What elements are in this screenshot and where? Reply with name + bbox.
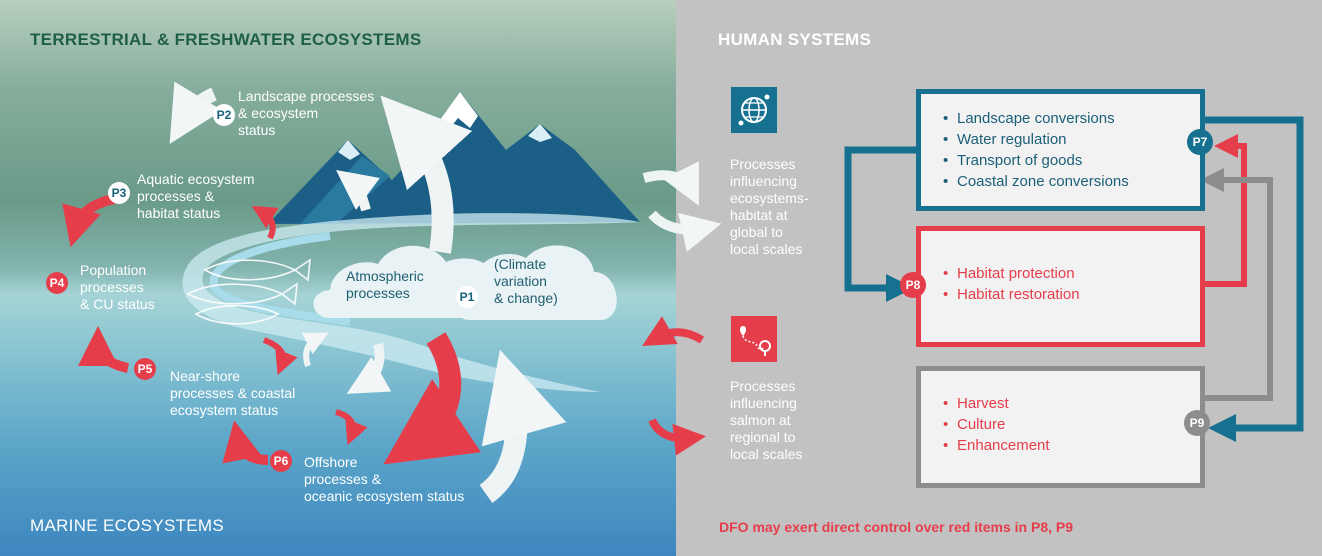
label-p2-landscape: Landscape processes & ecosystem status bbox=[238, 88, 375, 138]
snowcap-left bbox=[338, 140, 360, 160]
box-p7: •Landscape conversions •Water regulation… bbox=[916, 89, 1205, 211]
snowcap-right bbox=[528, 124, 552, 142]
arrow-p5-loop bbox=[78, 326, 130, 373]
p8-item: •Habitat restoration bbox=[943, 286, 1080, 303]
badge-p7: P7 bbox=[1187, 129, 1213, 155]
badge-p8: P8 bbox=[900, 272, 926, 298]
marine-ecosystems-title: MARINE ECOSYSTEMS bbox=[30, 516, 225, 535]
badge-p5: P5 bbox=[134, 358, 156, 380]
arrow-global-out bbox=[648, 210, 722, 252]
box-p8: •Habitat protection •Habitat restoration bbox=[916, 226, 1205, 347]
arrow-ocean-up bbox=[478, 349, 567, 503]
label-global-processes: Processes influencing ecosystems- habita… bbox=[730, 156, 809, 257]
p9-item: •Harvest bbox=[943, 395, 1009, 412]
human-systems-title: HUMAN SYSTEMS bbox=[718, 30, 872, 49]
river bbox=[182, 213, 640, 392]
p8-item: •Habitat protection bbox=[943, 265, 1075, 282]
box-p9: •Harvest •Culture •Enhancement bbox=[916, 366, 1205, 488]
p7-list: •Landscape conversions •Water regulation… bbox=[943, 108, 1129, 192]
arrow-p2-loop bbox=[169, 81, 223, 145]
p9-item: •Enhancement bbox=[943, 437, 1050, 454]
label-regional-processes: Processes influencing salmon at regional… bbox=[730, 378, 803, 462]
badge-p3: P3 bbox=[108, 182, 130, 204]
connector-p7-to-p9 bbox=[1200, 116, 1304, 442]
p8-list: •Habitat protection •Habitat restoration bbox=[943, 263, 1080, 305]
arrow-p1-to-landscape bbox=[380, 95, 473, 254]
arrow-atmo-to-ocean bbox=[383, 332, 482, 465]
label-climate-variation: (Climate variation & change) bbox=[494, 256, 558, 306]
arrow-global-in bbox=[642, 161, 699, 206]
badge-p4: P4 bbox=[46, 272, 68, 294]
badge-p6: P6 bbox=[270, 450, 292, 472]
p7-item: •Landscape conversions bbox=[943, 110, 1115, 127]
p9-list: •Harvest •Culture •Enhancement bbox=[943, 393, 1050, 456]
label-p5-nearshore: Near-shore processes & coastal ecosystem… bbox=[170, 368, 296, 418]
badge-p9: P9 bbox=[1184, 410, 1210, 436]
arrow-nearshore-up bbox=[301, 332, 329, 367]
label-p3-aquatic: Aquatic ecosystem processes & habitat st… bbox=[137, 171, 255, 221]
label-p4-population: Population processes & CU status bbox=[80, 262, 155, 312]
p7-item: •Water regulation bbox=[943, 131, 1067, 148]
salmon-fish-illustration bbox=[186, 258, 311, 325]
label-p6-offshore: Offshore processes & oceanic ecosystem s… bbox=[304, 454, 465, 504]
arrow-regional-out bbox=[648, 418, 706, 456]
river-channel bbox=[209, 232, 351, 326]
badge-p2: P2 bbox=[213, 104, 235, 126]
p9-item: •Culture bbox=[943, 416, 1006, 433]
p7-item: •Transport of goods bbox=[943, 152, 1083, 169]
connector-p7-to-p8 bbox=[844, 146, 916, 302]
p7-item: •Coastal zone conversions bbox=[943, 173, 1129, 190]
cloud-right bbox=[453, 245, 617, 320]
connector-p9-to-p7 bbox=[1200, 168, 1273, 401]
arrow-nearshore-down bbox=[346, 342, 392, 394]
arrow-p6-loop bbox=[222, 420, 269, 465]
arrow-mountain bbox=[336, 169, 381, 212]
dfo-control-note: DFO may exert direct control over red it… bbox=[719, 519, 1074, 535]
globe-network-icon bbox=[731, 87, 777, 133]
connector-p8-to-p7 bbox=[1200, 134, 1247, 287]
terrestrial-freshwater-title: TERRESTRIAL & FRESHWATER ECOSYSTEMS bbox=[30, 30, 422, 49]
badge-p1: P1 bbox=[456, 286, 478, 308]
arrow-p5-to-p6 bbox=[335, 409, 368, 446]
label-atmospheric-processes: Atmospheric processes bbox=[346, 268, 424, 301]
arrow-p3-up bbox=[251, 205, 279, 240]
arrow-regional-in bbox=[642, 316, 705, 346]
map-route-icon bbox=[731, 316, 777, 362]
arrow-p4-to-p5 bbox=[262, 337, 298, 376]
